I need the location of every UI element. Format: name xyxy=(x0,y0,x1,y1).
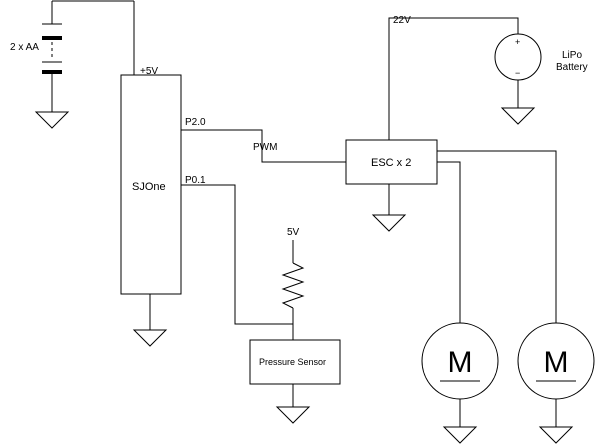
ground-icon xyxy=(34,111,70,129)
sjone-board xyxy=(120,74,182,295)
esc-box xyxy=(345,139,438,185)
ground-icon xyxy=(132,329,168,347)
sjone-board-label: SJOne xyxy=(132,181,166,193)
resistor-icon xyxy=(281,262,305,309)
sjone-supply-label: +5V xyxy=(140,66,158,77)
lipo-label-line1: LiPo xyxy=(562,50,582,61)
ground-icon xyxy=(538,426,574,444)
esc-label: ESC x 2 xyxy=(371,157,411,169)
sensor-signal-wire xyxy=(181,184,293,325)
motor-2-label: M xyxy=(544,346,569,379)
voltage-22v-label: 22V xyxy=(393,15,411,26)
motor-1-label: M xyxy=(448,346,473,379)
lipo-plus-label: + xyxy=(515,37,520,47)
aa-battery xyxy=(42,0,134,112)
ground-icon xyxy=(500,107,536,125)
power-22v-wire xyxy=(388,17,519,140)
pwm-wire xyxy=(181,129,346,163)
ground-icon xyxy=(275,406,311,424)
pressure-sensor-label: Pressure Sensor xyxy=(259,357,326,367)
ground-icon xyxy=(442,426,478,444)
aa-battery-label: 2 x AA xyxy=(10,42,39,53)
pin-p0-1-label: P0.1 xyxy=(185,175,206,186)
pressure-sensor xyxy=(249,339,341,385)
pwm-label: PWM xyxy=(253,142,277,153)
pin-p2-0-label: P2.0 xyxy=(185,117,206,128)
motor-2-wire xyxy=(437,150,557,323)
motor-1-wire xyxy=(437,161,461,323)
ground-icon xyxy=(371,214,407,232)
lipo-label-line2: Battery xyxy=(556,62,588,73)
sensor-supply-label: 5V xyxy=(287,227,300,238)
lipo-minus-label: − xyxy=(515,68,520,78)
